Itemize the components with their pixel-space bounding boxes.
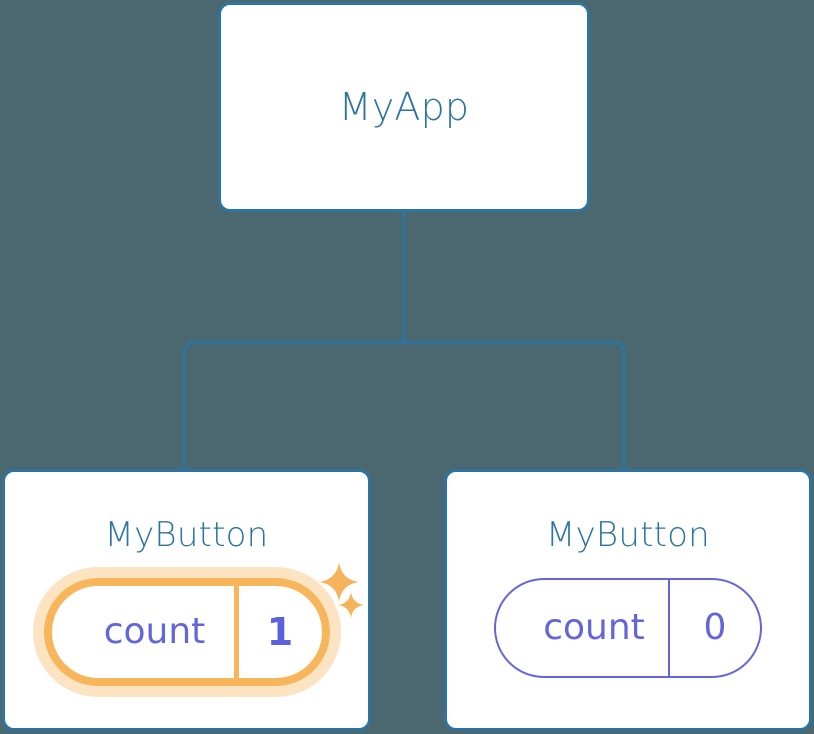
state-pill-right-value: 0 <box>703 607 727 648</box>
state-pill-left-wrap: count 1 <box>32 567 341 697</box>
node-mybutton-right[interactable]: MyButton count 0 <box>444 469 812 731</box>
state-pill-left-key: count <box>103 611 206 652</box>
state-pill-left[interactable]: count 1 <box>43 578 330 686</box>
node-mybutton-right-title: MyButton <box>546 515 710 555</box>
node-mybutton-left[interactable]: MyButton count 1 <box>2 469 371 731</box>
state-pill-right-value-cell: 0 <box>668 580 760 676</box>
connector-child-bracket <box>182 340 626 469</box>
state-pill-left-key-cell: count <box>52 586 234 678</box>
state-pill-right[interactable]: count 0 <box>494 578 762 678</box>
node-myapp-title: MyApp <box>338 85 470 129</box>
state-pill-right-wrap: count 0 <box>494 578 762 678</box>
state-pill-left-value: 1 <box>266 610 294 654</box>
state-pill-right-key-cell: count <box>496 580 668 676</box>
state-pill-left-value-cell: 1 <box>233 586 322 678</box>
node-myapp[interactable]: MyApp <box>218 2 590 212</box>
node-mybutton-left-title: MyButton <box>104 515 269 555</box>
state-pill-right-key: count <box>543 607 645 648</box>
